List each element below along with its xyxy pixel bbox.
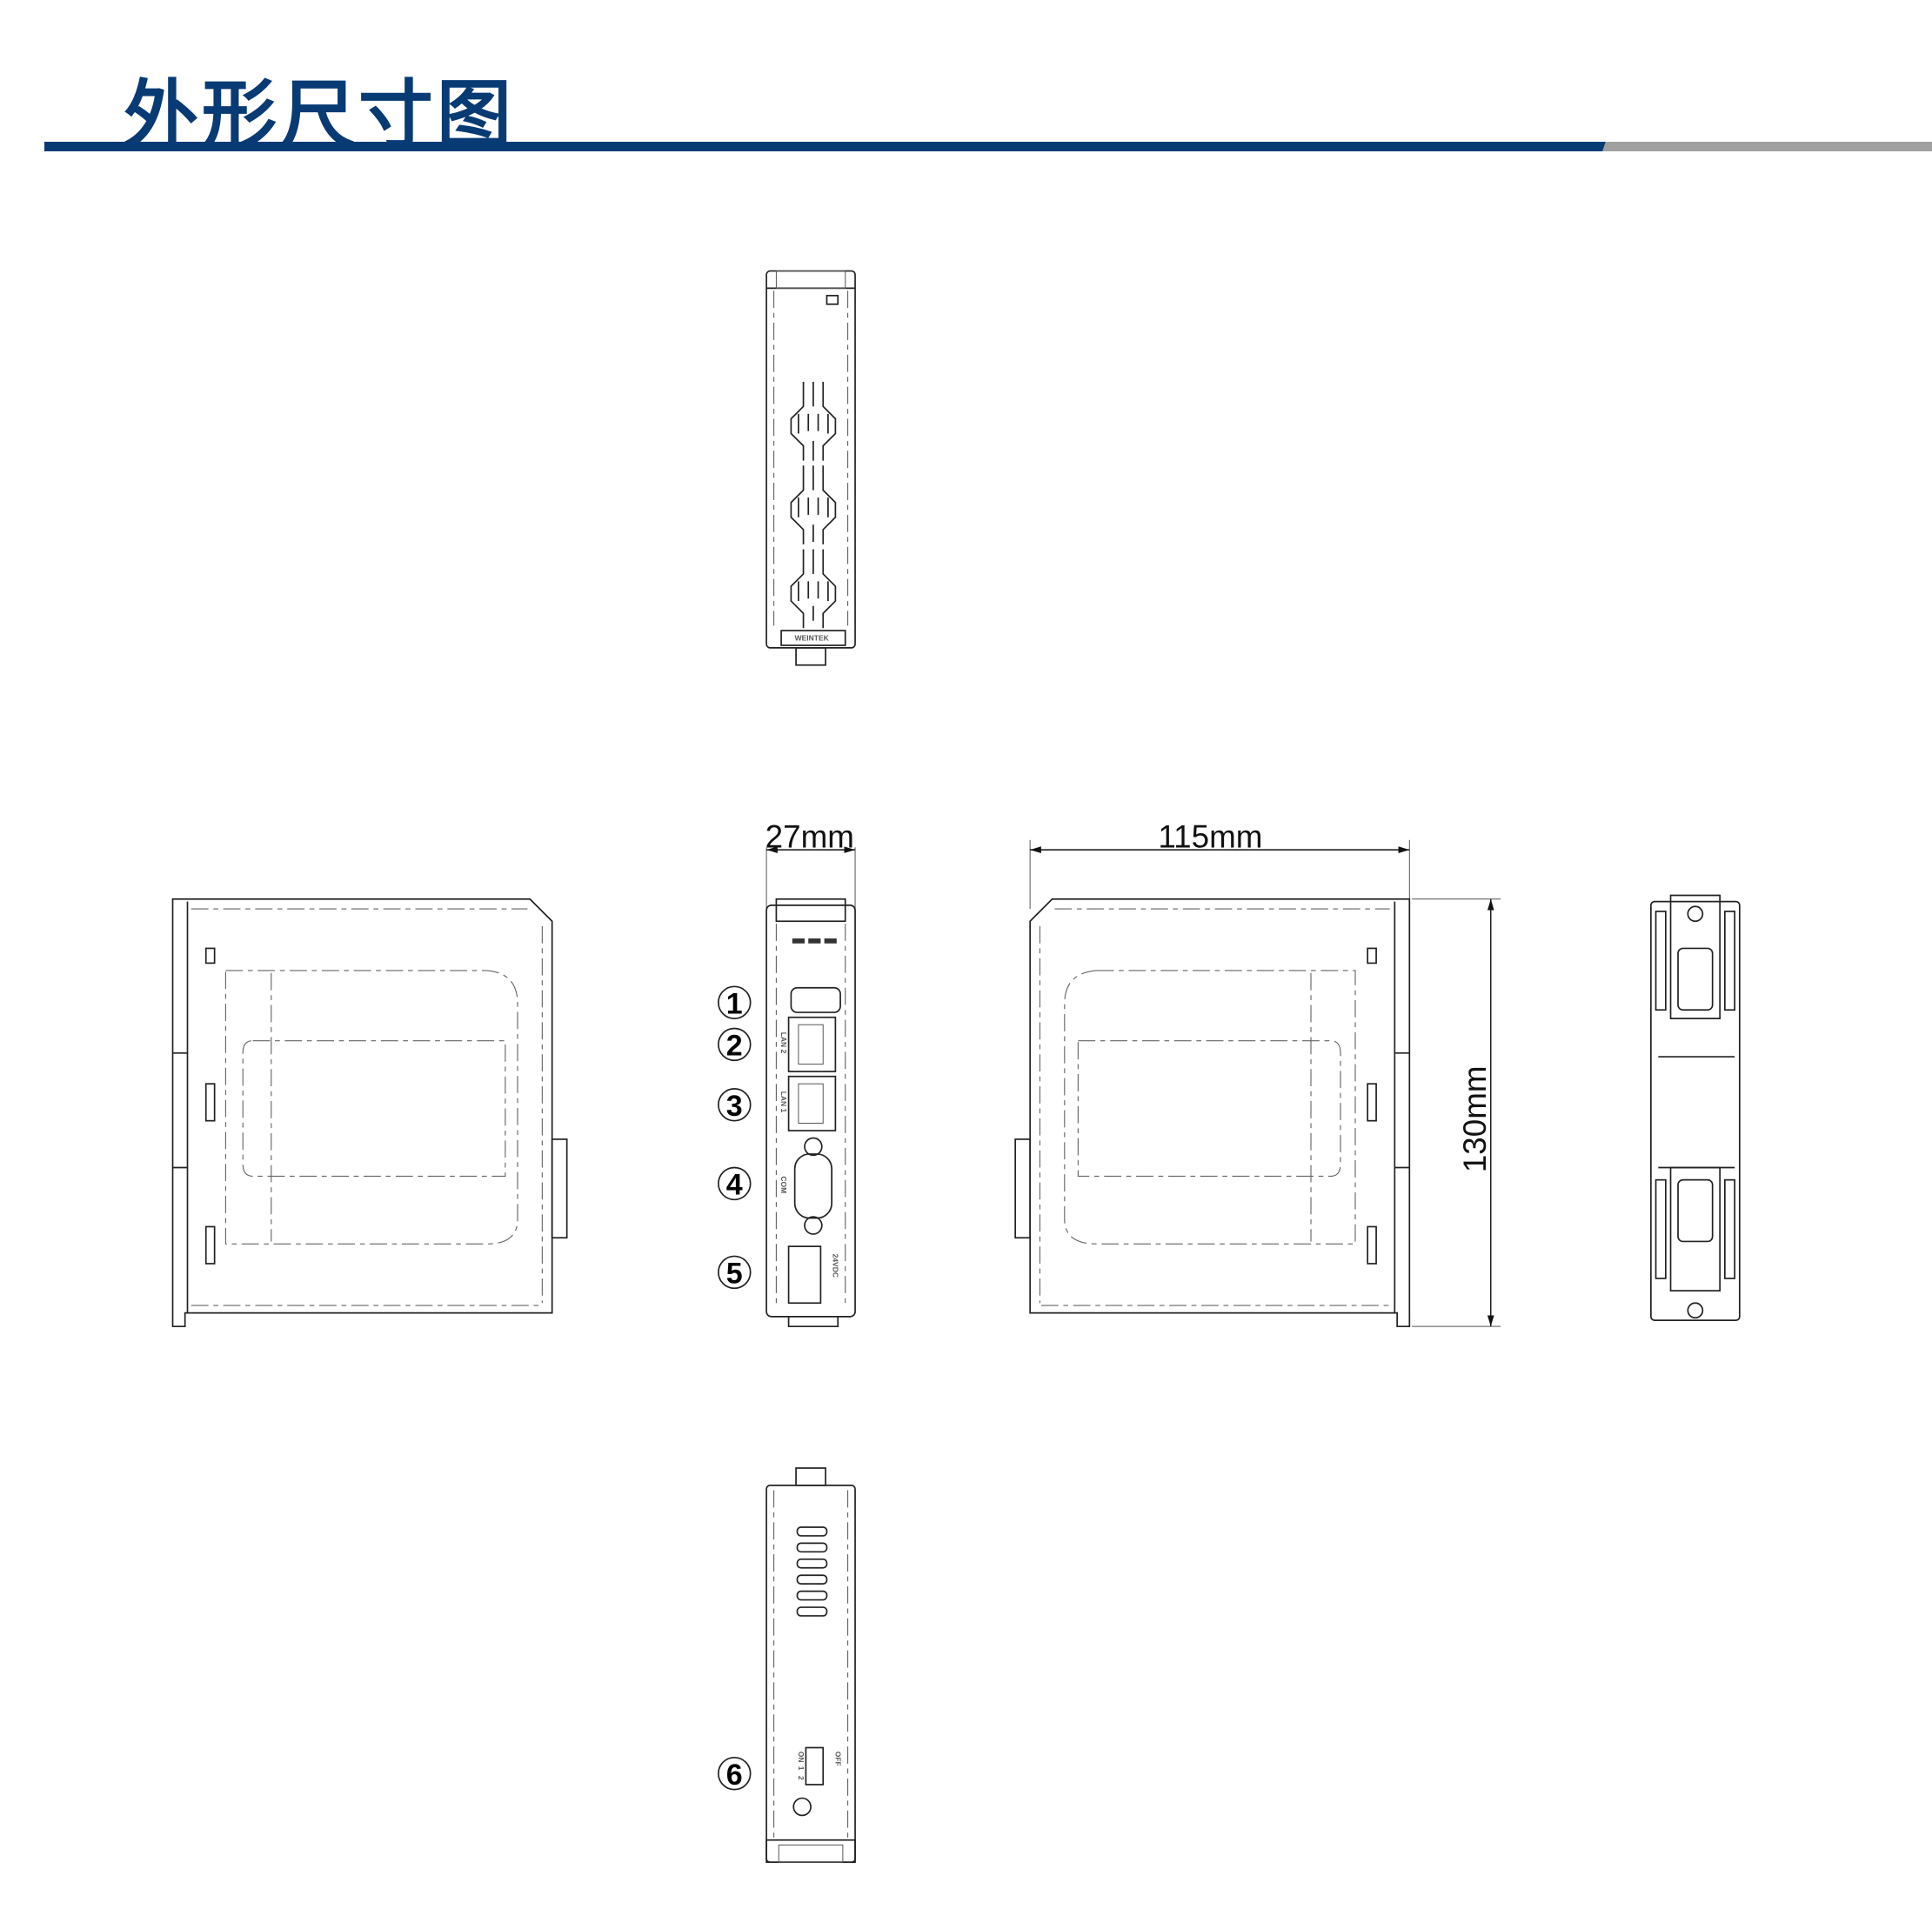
svg-text:6: 6 (726, 1759, 743, 1792)
power-label: 24VDC (832, 1254, 840, 1278)
lan2-port (787, 1016, 837, 1072)
dip-1-label: 1 (797, 1766, 806, 1771)
svg-text:3: 3 (726, 1090, 743, 1123)
callout-1: 1 (718, 985, 752, 1020)
lan1-port (787, 1075, 837, 1131)
din-clip-bottom (1677, 1178, 1714, 1243)
com-port (793, 1137, 832, 1235)
rear-view-din-clip (1650, 894, 1741, 1321)
callout-3: 3 (718, 1088, 752, 1123)
right-side-view: 115mm 130mm (1014, 818, 1501, 1328)
svg-text:1: 1 (726, 987, 743, 1020)
lan2-label: LAN 2 (779, 1032, 788, 1054)
callout-6: 6 (718, 1756, 752, 1792)
dip-on-label: ON (797, 1752, 806, 1763)
left-side-view (171, 898, 568, 1328)
width-dimension: 115mm (1158, 818, 1262, 854)
din-clip-top (1677, 947, 1714, 1011)
vent-slots (796, 1526, 828, 1617)
title-underline-secondary (1602, 142, 1932, 151)
status-leds (792, 938, 837, 944)
bottom-view: OFF ON 1 2 (765, 1467, 856, 1864)
top-view: WEINTEK (765, 270, 856, 666)
callout-2: 2 (718, 1027, 752, 1063)
power-terminal (787, 1245, 822, 1305)
brand-logo: WEINTEK (795, 633, 830, 642)
height-dimension: 130mm (1457, 1065, 1493, 1172)
dip-2-label: 2 (797, 1776, 806, 1780)
dip-switch (805, 1746, 825, 1786)
vent-slots (790, 381, 837, 629)
svg-text:4: 4 (726, 1169, 743, 1202)
svg-text:5: 5 (726, 1258, 743, 1291)
com-label: COM (779, 1176, 788, 1193)
callout-4: 4 (718, 1166, 752, 1202)
lan1-label: LAN 1 (779, 1091, 788, 1113)
depth-dimension: 27mm (765, 818, 854, 854)
svg-text:2: 2 (726, 1030, 743, 1063)
front-view: 27mm LAN 2 LAN 1 COM 24VDC (765, 818, 856, 1328)
title-underline-primary (44, 142, 1614, 151)
usb-port (790, 986, 841, 1013)
callouts: 1 2 3 4 5 6 (718, 985, 752, 1792)
callout-5: 5 (718, 1255, 752, 1291)
dip-off-label: OFF (833, 1752, 842, 1766)
